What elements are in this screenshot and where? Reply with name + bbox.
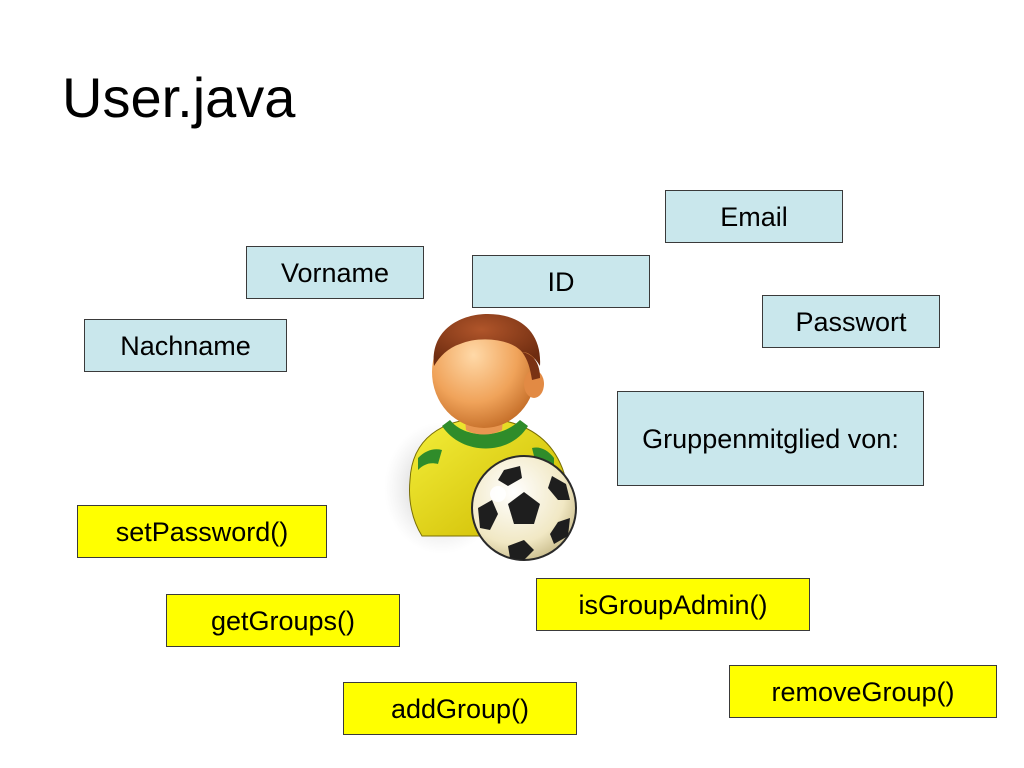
method-is-group-admin: isGroupAdmin() [536, 578, 810, 631]
method-set-password: setPassword() [77, 505, 327, 558]
attribute-vorname: Vorname [246, 246, 424, 299]
slide-title: User.java [62, 66, 296, 129]
attribute-passwort: Passwort [762, 295, 940, 348]
method-get-groups: getGroups() [166, 594, 400, 647]
attribute-email: Email [665, 190, 843, 243]
attribute-gruppenmitglied: Gruppenmitglied von: [617, 391, 924, 486]
method-remove-group: removeGroup() [729, 665, 997, 718]
method-add-group: addGroup() [343, 682, 577, 735]
user-soccer-player-icon [382, 308, 588, 564]
attribute-id: ID [472, 255, 650, 308]
attribute-nachname: Nachname [84, 319, 287, 372]
